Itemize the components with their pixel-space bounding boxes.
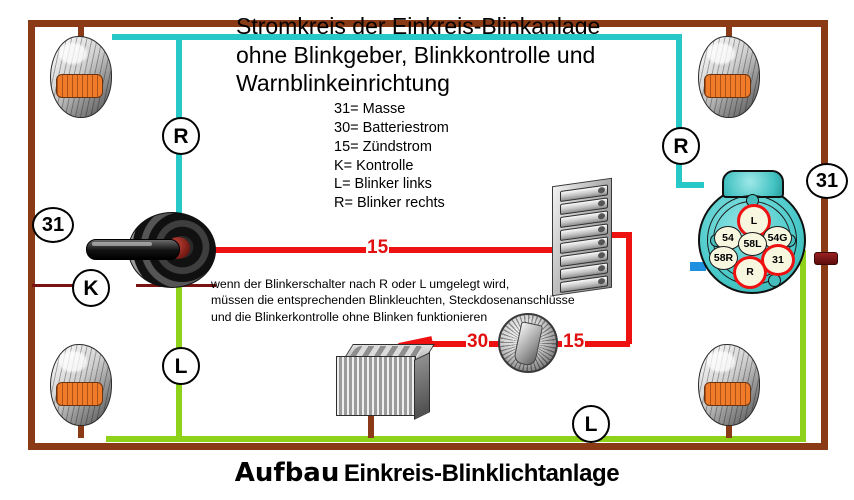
lamp-housing: [698, 344, 760, 426]
note-line-1: wenn der Blinkerschalter nach R oder L u…: [211, 277, 510, 291]
wire-ground-front-left-lamp: [78, 20, 84, 38]
title-line-3: Warnblinkeinrichtung: [236, 70, 450, 97]
note-line-3: und die Blinkerkontrolle ohne Blinken fu…: [211, 309, 488, 324]
legend-item-k: K= Kontrolle: [334, 157, 414, 174]
wire-ignition-to-fusebox-vertical: [626, 232, 632, 344]
socket-blue-terminal-tab: [690, 262, 706, 271]
legend-block: 31= Masse 30= Batteriestrom 15= Zündstro…: [334, 100, 449, 213]
lamp-rear-left: [50, 344, 112, 426]
socket-pin-label: 58L: [743, 237, 762, 250]
socket-pin-label: 31: [772, 253, 784, 266]
lamp-front-right: [698, 36, 760, 118]
marker-ground-right: 31: [806, 163, 848, 199]
socket-pin-R[interactable]: R: [733, 256, 767, 289]
legend-item-31: 31= Masse: [334, 101, 406, 117]
lamp-housing: [698, 36, 760, 118]
socket-pin-label: 54: [722, 231, 734, 244]
wire-left-blinker-bottom: [106, 436, 806, 442]
wire-fusebox-top-stub: [596, 232, 632, 238]
marker-ground-left: 31: [32, 207, 74, 243]
socket-pin-label: 54G: [767, 231, 788, 244]
lamp-highlight: [707, 351, 735, 373]
ground-terminal-lug: [814, 252, 838, 265]
ignition-switch[interactable]: [498, 313, 558, 373]
wire-right-blinker-right-vertical: [676, 34, 682, 186]
lamp-lens: [704, 73, 751, 99]
lamp-front-left: [50, 36, 112, 118]
lamp-lens: [704, 381, 751, 407]
marker-k-control: K: [72, 269, 110, 307]
note-line-2: müssen die entsprechenden Blinkleuchten,…: [211, 293, 575, 308]
turn-signal-switch[interactable]: [84, 212, 216, 288]
title-line-2: ohne Blinkgeber, Blinkkontrolle und: [236, 41, 596, 68]
wire-ground-socket-right: [822, 140, 828, 310]
marker-label: L: [584, 412, 598, 436]
lamp-lens: [56, 73, 103, 99]
lamp-housing: [50, 36, 112, 118]
legend-item-30: 30= Batteriestrom: [334, 119, 449, 136]
lamp-highlight: [59, 43, 87, 65]
battery-case: [336, 356, 416, 416]
marker-r-right: R: [662, 127, 700, 165]
wire-label-15-ignition: 15: [562, 331, 586, 352]
switch-lever-highlight: [92, 242, 152, 246]
wire-right-blinker-top: [112, 34, 682, 40]
marker-r-left: R: [162, 117, 200, 155]
marker-label: R: [173, 124, 189, 148]
diagram-title: Stromkreis der Einkreis-Blinkanlage ohne…: [236, 12, 656, 98]
marker-label: K: [83, 276, 99, 300]
socket-pin-label: L: [750, 214, 758, 227]
lamp-highlight: [59, 351, 87, 373]
lamp-lens: [56, 381, 103, 407]
marker-label: L: [174, 354, 188, 378]
wire-label-30: 30: [466, 331, 490, 352]
wire-control-k-left: [32, 284, 104, 287]
wire-ground-front-right-lamp: [726, 20, 732, 40]
socket-pin-label: R: [746, 266, 754, 279]
lamp-housing: [50, 344, 112, 426]
marker-label: R: [673, 134, 689, 158]
socket-pin-label: 58R: [713, 251, 734, 264]
figure-caption: Aufbau Einkreis-Blinklichtanlage: [0, 458, 854, 488]
caption-word-aufbau: Aufbau: [234, 458, 340, 488]
legend-item-r: R= Blinker rechts: [334, 195, 445, 212]
lamp-rear-right: [698, 344, 760, 426]
wire-right-blinker-to-socket: [676, 182, 704, 188]
socket-pin-31[interactable]: 31: [761, 244, 795, 276]
wire-30-battery-to-ignition: [416, 341, 502, 347]
note-block: wenn der Blinkerschalter nach R oder L u…: [211, 276, 575, 325]
legend-item-l: L= Blinker links: [334, 176, 432, 193]
caption-word-system: Einkreis-Blinklichtanlage: [343, 460, 620, 487]
switch-lever[interactable]: [86, 239, 180, 260]
wire-left-blinker-right-vertical: [800, 250, 806, 442]
trailer-socket[interactable]: L 54 54G 58L 58R 31 R: [698, 170, 806, 294]
legend-item-15: 15= Zündstrom: [334, 138, 432, 155]
marker-l-left: L: [162, 347, 200, 385]
marker-l-bottom: L: [572, 405, 610, 443]
wire-label-15-main: 15: [366, 237, 390, 258]
marker-label: 31: [815, 170, 839, 192]
wire-15-ignition-out: [556, 341, 630, 347]
battery: [336, 344, 435, 420]
lamp-highlight: [707, 43, 735, 65]
battery-side: [414, 352, 430, 420]
marker-label: 31: [41, 214, 65, 236]
